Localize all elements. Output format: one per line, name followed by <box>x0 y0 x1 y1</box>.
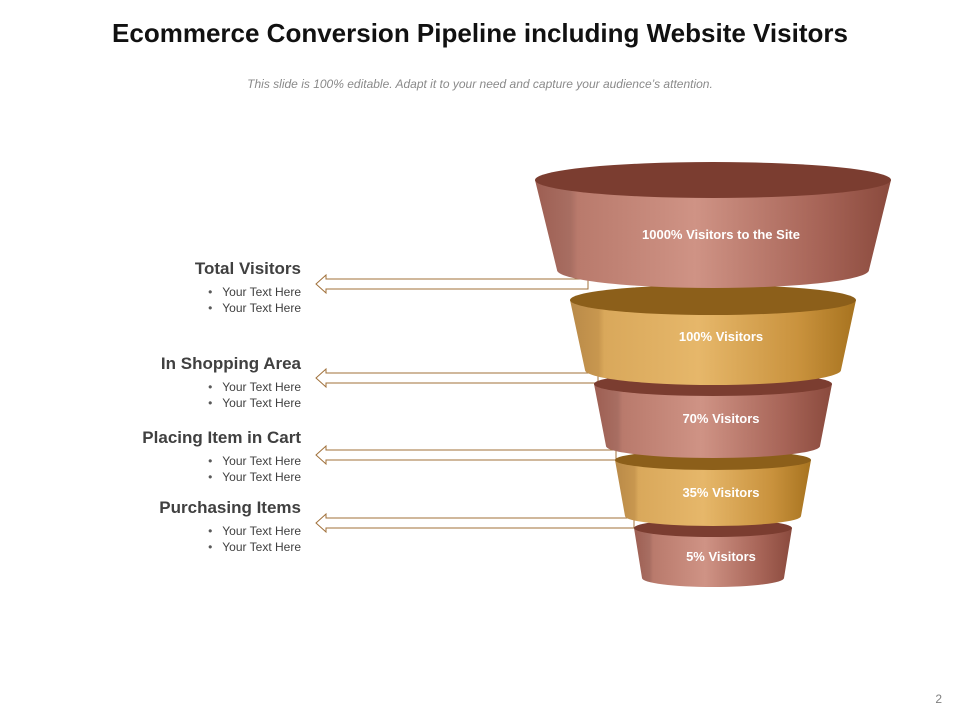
funnel-label: 100% Visitors <box>679 329 763 344</box>
funnel-segment: 35% Visitors <box>615 450 811 526</box>
bullet-item: •Your Text Here <box>208 524 301 538</box>
bullet-item: •Your Text Here <box>208 396 301 410</box>
funnel-body <box>535 180 891 288</box>
funnel-rim <box>535 162 891 198</box>
connector-arrow <box>315 273 589 295</box>
stage-title: Placing Item in Cart <box>142 428 301 447</box>
stage-label-purchasing-items: Purchasing Items •Your Text Here •Your T… <box>81 498 301 555</box>
stage-bullets: •Your Text Here •Your Text Here <box>81 379 301 411</box>
funnel-label: 70% Visitors <box>682 411 759 426</box>
bullet-item: •Your Text Here <box>208 380 301 394</box>
connector-arrow <box>315 367 599 389</box>
stage-label-in-shopping-area: In Shopping Area •Your Text Here •Your T… <box>81 354 301 411</box>
connector-arrow <box>315 444 617 466</box>
funnel-rim <box>570 285 856 315</box>
connector-arrows <box>315 273 635 534</box>
stage-bullets: •Your Text Here •Your Text Here <box>81 453 301 485</box>
stage-title: Total Visitors <box>194 259 301 278</box>
funnel-segment: 100% Visitors <box>570 285 856 385</box>
funnel-body <box>594 384 832 458</box>
stage-title: In Shopping Area <box>160 354 301 373</box>
stage-bullets: •Your Text Here •Your Text Here <box>81 523 301 555</box>
stage-label-total-visitors: Total Visitors •Your Text Here •Your Tex… <box>81 259 301 316</box>
funnel-body <box>570 300 856 385</box>
bullet-item: •Your Text Here <box>208 301 301 315</box>
slide-subtitle: This slide is 100% editable. Adapt it to… <box>247 77 713 91</box>
bullet-item: •Your Text Here <box>208 540 301 554</box>
funnel-label: 35% Visitors <box>682 485 759 500</box>
funnel-segment: 5% Visitors <box>634 519 792 587</box>
connector-arrow <box>315 512 635 534</box>
funnel-segment: 1000% Visitors to the Site <box>535 162 891 288</box>
funnel-segments: 5% Visitors 35% Visitors 70% Visitors 100% … <box>535 162 891 587</box>
funnel-label: 1000% Visitors to the Site <box>642 227 800 242</box>
stage-bullets: •Your Text Here •Your Text Here <box>81 284 301 316</box>
stage-label-placing-item-in-cart: Placing Item in Cart •Your Text Here •Yo… <box>81 428 301 485</box>
page-number: 2 <box>935 692 942 706</box>
funnel-label: 5% Visitors <box>686 549 756 564</box>
bullet-item: •Your Text Here <box>208 454 301 468</box>
bullet-item: •Your Text Here <box>208 285 301 299</box>
funnel-body <box>615 460 811 526</box>
slide-title: Ecommerce Conversion Pipeline including … <box>112 18 848 48</box>
stage-title: Purchasing Items <box>159 498 301 517</box>
funnel-body <box>634 528 792 587</box>
bullet-item: •Your Text Here <box>208 470 301 484</box>
